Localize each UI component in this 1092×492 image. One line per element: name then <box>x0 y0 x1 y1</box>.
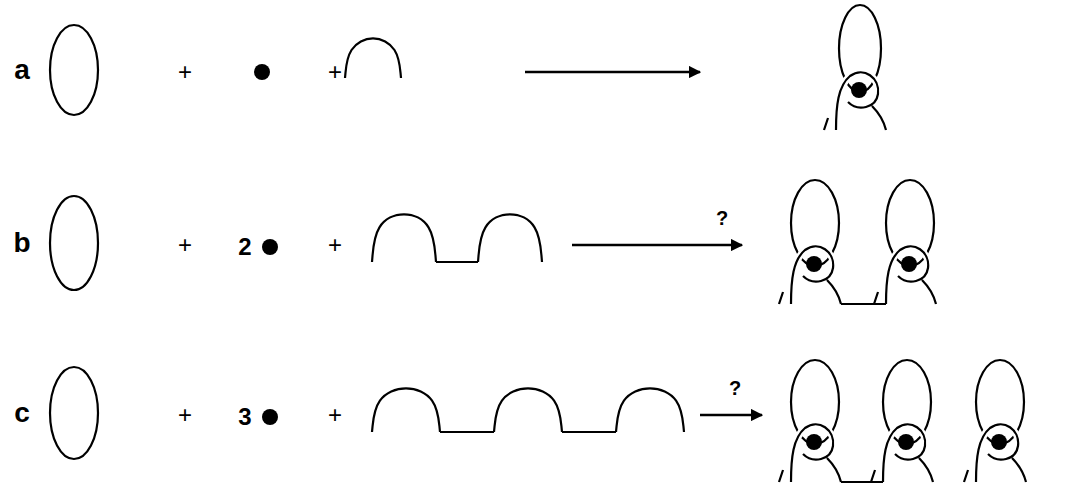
linker <box>436 261 478 263</box>
linker <box>440 431 494 433</box>
strand <box>791 246 841 304</box>
plus-sign: + <box>178 403 192 427</box>
plus-sign: + <box>328 403 342 427</box>
count-number: 3 <box>238 405 251 429</box>
question-mark: ? <box>729 378 741 398</box>
row-letter: a <box>14 56 30 84</box>
plus-sign: + <box>178 233 192 257</box>
strand <box>791 424 841 482</box>
row-letter: b <box>13 229 30 257</box>
strand <box>836 72 886 130</box>
linker <box>562 431 616 433</box>
reaction-arrow <box>525 71 700 74</box>
row-letter: c <box>14 399 30 427</box>
strand-end <box>779 292 783 304</box>
strand <box>883 424 933 482</box>
strand-end <box>964 470 968 482</box>
ring <box>50 367 98 459</box>
ball <box>806 434 822 450</box>
strand <box>976 424 1026 482</box>
crossing-gap <box>836 72 886 130</box>
plus-sign: + <box>328 233 342 257</box>
strand <box>372 388 684 432</box>
strand <box>886 246 936 304</box>
ball <box>991 434 1007 450</box>
plus-sign: + <box>328 60 342 84</box>
figure <box>50 5 1026 482</box>
strand-end <box>871 470 875 482</box>
count-number: 2 <box>238 235 251 259</box>
strand-end <box>874 292 878 304</box>
ball <box>851 82 867 98</box>
strand <box>345 38 401 78</box>
crossing-gap <box>886 246 936 304</box>
ball <box>254 64 270 80</box>
strand-end <box>824 118 828 130</box>
ball <box>262 409 278 425</box>
ball <box>262 239 278 255</box>
strand-end <box>779 470 783 482</box>
reaction-arrow <box>700 414 762 417</box>
strand <box>372 214 542 262</box>
ball <box>901 256 917 272</box>
ring <box>50 25 98 115</box>
linker <box>841 481 883 483</box>
plus-sign: + <box>178 60 192 84</box>
ball <box>806 256 822 272</box>
crossing-gap <box>883 424 933 482</box>
ball <box>898 434 914 450</box>
reaction-arrow <box>572 244 742 247</box>
crossing-gap <box>791 246 841 304</box>
ring <box>50 196 98 290</box>
linker <box>841 303 886 305</box>
crossing-gap <box>791 424 841 482</box>
question-mark: ? <box>716 208 728 228</box>
crossing-gap <box>976 424 1026 482</box>
